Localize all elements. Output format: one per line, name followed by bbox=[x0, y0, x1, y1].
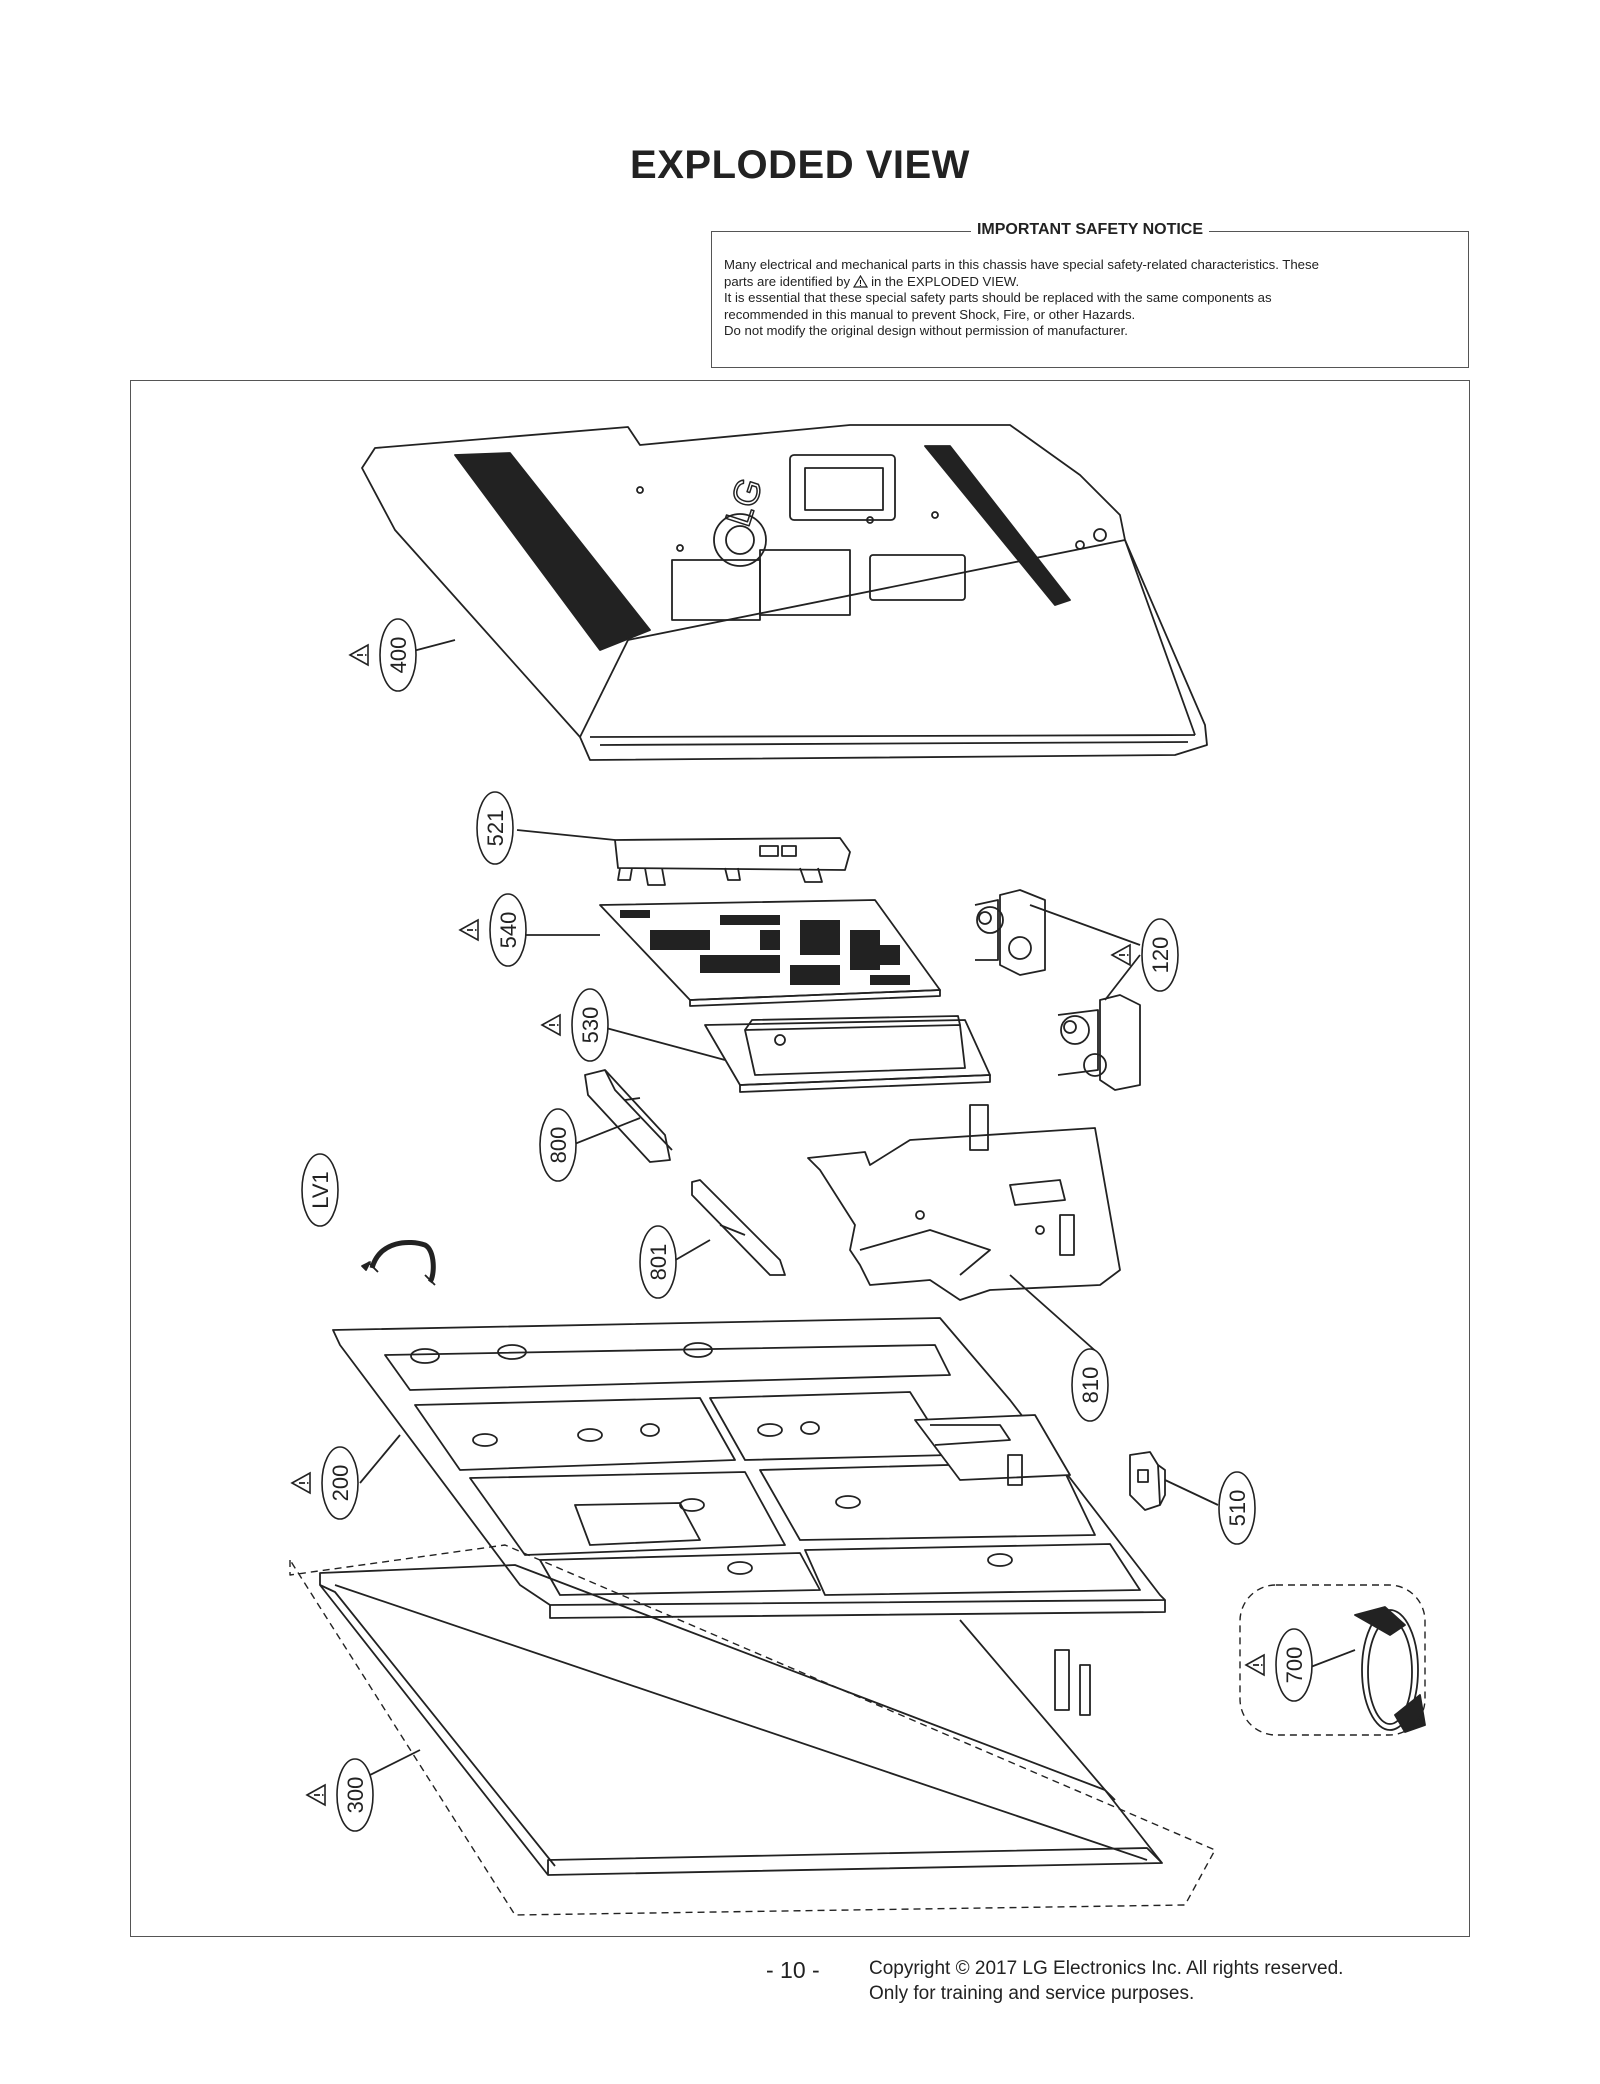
notice-line-1: Many electrical and mechanical parts in … bbox=[724, 257, 1319, 272]
power-cord-part bbox=[1307, 1606, 1426, 1733]
front-cabinet-dashed-outline bbox=[289, 1544, 1216, 1916]
ir-bracket-part bbox=[571, 1069, 673, 1163]
callout-label: 200 bbox=[328, 1465, 353, 1502]
callout-200: 200 bbox=[290, 1446, 359, 1520]
callout-bubble bbox=[539, 1108, 577, 1182]
callout-400: 400 bbox=[348, 618, 417, 692]
callout-540: 540 bbox=[458, 893, 527, 967]
warning-triangle-icon: ! bbox=[853, 274, 869, 288]
callout-bubble bbox=[336, 1758, 374, 1832]
svg-text:!: ! bbox=[859, 279, 862, 288]
callout-label: 521 bbox=[483, 810, 508, 847]
ir-board-part bbox=[671, 1179, 786, 1276]
footer-copyright: Copyright © 2017 LG Electronics Inc. All… bbox=[869, 1956, 1343, 2006]
speakers-part bbox=[974, 889, 1141, 1091]
power-jack-part bbox=[1129, 1451, 1219, 1511]
main-board-part bbox=[517, 899, 941, 1007]
notice-line-3: It is essential that these special safet… bbox=[724, 290, 1272, 305]
safety-notice-text: Many electrical and mechanical parts in … bbox=[724, 257, 1456, 340]
notice-line-2: parts are identified by!in the EXPLODED … bbox=[724, 273, 1020, 289]
copyright-text: Copyright © 2017 LG Electronics Inc. All… bbox=[869, 1958, 1344, 1979]
safety-notice-box: IMPORTANT SAFETY NOTICE Many electrical … bbox=[711, 221, 1469, 368]
safety-warning-icon bbox=[1244, 1653, 1265, 1677]
callout-bubble bbox=[571, 988, 609, 1062]
power-cord-dashed-box bbox=[1239, 1584, 1426, 1736]
callout-300: 300 bbox=[305, 1758, 374, 1832]
safety-warning-icon bbox=[305, 1783, 326, 1807]
safety-warning-icon bbox=[458, 918, 479, 942]
back-cover-part: LG bbox=[361, 424, 1208, 761]
safety-warning-icon bbox=[348, 643, 369, 667]
notice-line-4: recommended in this manual to prevent Sh… bbox=[724, 306, 1136, 322]
callout-bubble bbox=[379, 618, 417, 692]
lcd-module-part bbox=[332, 1317, 1166, 1619]
callout-label: 530 bbox=[578, 1007, 603, 1044]
front-cabinet-part bbox=[319, 1564, 1163, 1876]
callout-bubble bbox=[1275, 1628, 1313, 1702]
callout-521: 521 bbox=[476, 791, 514, 865]
callout-bubble bbox=[1218, 1471, 1256, 1545]
safety-warning-icon bbox=[290, 1471, 311, 1495]
cable-part bbox=[361, 1240, 436, 1286]
callout-label: 400 bbox=[386, 637, 411, 674]
callout-label: 120 bbox=[1148, 937, 1173, 974]
safety-notice-title: IMPORTANT SAFETY NOTICE bbox=[970, 221, 1210, 238]
callout-label: 800 bbox=[546, 1127, 571, 1164]
notice-line-5: Do not modify the original design withou… bbox=[724, 323, 1128, 338]
callout-800: 800 bbox=[539, 1108, 577, 1182]
callout-bubble bbox=[1141, 918, 1179, 992]
callout-label: 810 bbox=[1078, 1367, 1103, 1404]
callout-label: 801 bbox=[646, 1244, 671, 1281]
page-title: EXPLODED VIEW bbox=[630, 143, 970, 187]
diagram-frame bbox=[130, 380, 1470, 1937]
callout-810: 810 bbox=[1071, 1348, 1109, 1422]
callout-bubble bbox=[301, 1153, 339, 1227]
callout-801: 801 bbox=[639, 1225, 677, 1299]
jack-bracket-part bbox=[516, 829, 851, 886]
safety-warning-icon bbox=[540, 1013, 561, 1037]
callout-bubble bbox=[321, 1446, 359, 1520]
callout-label: 510 bbox=[1225, 1490, 1250, 1527]
callout-label: 540 bbox=[496, 912, 521, 949]
purpose-text: Only for training and service purposes. bbox=[869, 1983, 1195, 2004]
safety-warning-icon bbox=[1110, 943, 1131, 967]
callout-lv1: LV1 bbox=[301, 1153, 339, 1227]
board-frame-part bbox=[807, 1104, 1121, 1356]
callout-bubble bbox=[476, 791, 514, 865]
callout-label: 700 bbox=[1282, 1647, 1307, 1684]
callout-510: 510 bbox=[1218, 1471, 1256, 1545]
power-board-part bbox=[594, 1015, 991, 1093]
callout-layer: 400 521 540 530 120 800 801 LV1 810 200 510 700 300 bbox=[290, 618, 1313, 1832]
callout-label: LV1 bbox=[308, 1171, 333, 1209]
callout-bubble bbox=[639, 1225, 677, 1299]
callout-bubble bbox=[1071, 1348, 1109, 1422]
callout-120: 120 bbox=[1110, 918, 1179, 992]
callout-530: 530 bbox=[540, 988, 609, 1062]
callout-label: 300 bbox=[343, 1777, 368, 1814]
callout-bubble bbox=[489, 893, 527, 967]
callout-700: 700 bbox=[1244, 1628, 1313, 1702]
page-number: - 10 - bbox=[766, 1957, 820, 1983]
